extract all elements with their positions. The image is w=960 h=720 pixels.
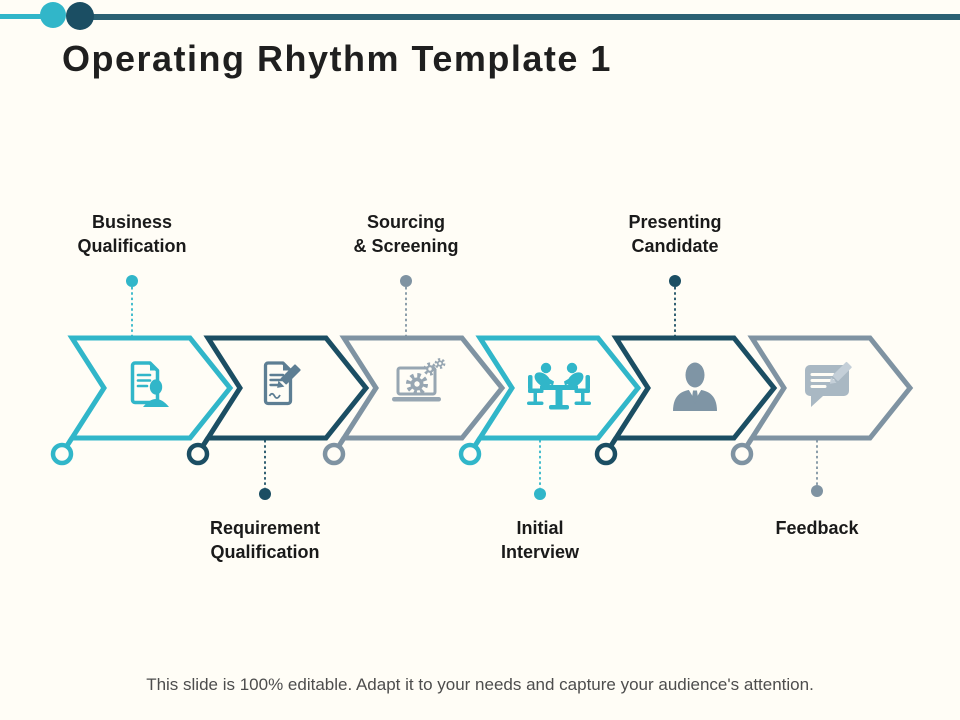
step-arrow-1 [50,335,234,466]
step-label-sourcing-screening: Sourcing & Screening [353,212,459,256]
laptop-gears-icon [392,358,446,402]
divider-line-right [93,14,960,20]
step-label-business-qualification: Business Qualification [77,212,187,256]
divider-line-left [0,14,47,19]
connector-sourcing-screening [400,275,412,336]
divider-circle-navy-icon [66,2,94,30]
resume-icon [130,361,169,407]
connector-requirement-qualification [259,440,271,500]
divider-circle-teal-icon [40,2,66,28]
step-arrow-6 [730,335,914,466]
step-label-feedback: Feedback [775,518,859,538]
footer-note: This slide is 100% editable. Adapt it to… [146,675,814,694]
connector-initial-interview [534,440,546,500]
slide-title: Operating Rhythm Template 1 [62,38,612,79]
interview-icon [527,362,591,410]
step-label-requirement-qualification: Requirement Qualification [209,518,321,562]
connector-presenting-candidate [669,275,681,336]
step-arrow-2 [186,335,370,466]
chat-edit-icon [805,361,852,407]
step-arrow-5 [594,335,778,466]
step-label-presenting-candidate: Presenting Candidate [628,212,722,256]
document-edit-icon [263,361,301,406]
step-arrow-4 [458,335,642,466]
connector-business-qualification [126,275,138,336]
step-arrow-3 [322,335,506,466]
step-label-initial-interview: Initial Interview [500,518,580,562]
connector-feedback [811,440,823,497]
person-icon [673,362,717,411]
